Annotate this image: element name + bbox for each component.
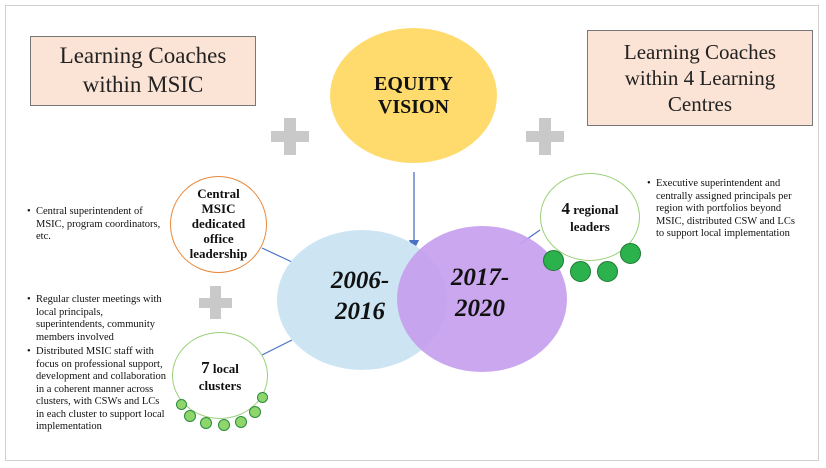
period-b-line2: 2020 xyxy=(455,295,505,323)
clusters-bullets: Regular cluster meetings with local prin… xyxy=(27,294,167,436)
box-right-line3: Centres xyxy=(667,92,733,117)
office-line4: office xyxy=(203,230,234,246)
equity-vision-circle: EQUITY VISION xyxy=(330,28,497,163)
period-a-line1: 2006- xyxy=(330,267,390,294)
office-line2: MSIC xyxy=(201,201,236,217)
office-line1: Central xyxy=(197,186,240,202)
dot-icon xyxy=(218,419,230,431)
dot-icon xyxy=(597,261,618,282)
period-b-line1: 2017- xyxy=(450,264,510,291)
slide-frame xyxy=(5,5,819,461)
period-a-line2: 2016 xyxy=(335,298,385,326)
regional-label2: leaders xyxy=(570,219,610,235)
bullet-item: Regular cluster meetings with local prin… xyxy=(27,294,167,344)
box-left-line1: Learning Coaches xyxy=(59,43,227,69)
equity-line1: EQUITY xyxy=(374,72,453,95)
clusters-label2: clusters xyxy=(198,377,242,393)
period-2017-2020-circle xyxy=(397,226,567,372)
dot-icon xyxy=(620,243,641,264)
regional-count: 4 xyxy=(561,199,570,218)
clusters-label1: local xyxy=(209,360,239,376)
period-2006-2016-label: 2006- 2016 xyxy=(300,265,420,328)
bullet-item: Executive superintendent and centrally a… xyxy=(647,178,797,241)
dot-icon xyxy=(184,410,196,422)
period-2017-2020-label: 2017- 2020 xyxy=(420,262,540,325)
clusters-count: 7 xyxy=(201,357,210,377)
dot-icon xyxy=(570,261,591,282)
bullet-item: Distributed MSIC staff with focus on pro… xyxy=(27,346,167,434)
learning-coaches-centres-box: Learning Coaches within 4 Learning Centr… xyxy=(587,30,813,126)
learning-coaches-msic-box: Learning Coaches within MSIC xyxy=(30,36,256,106)
regional-bullets: Executive superintendent and centrally a… xyxy=(647,178,797,243)
equity-line2: VISION xyxy=(377,95,450,118)
local-clusters-ring: 7 local clusters xyxy=(172,332,268,419)
dot-icon xyxy=(257,392,268,403)
dot-icon xyxy=(176,399,187,410)
office-line5: leadership xyxy=(189,245,248,261)
regional-label1: regional xyxy=(569,202,619,217)
bullet-item: Central superintendent of MSIC, program … xyxy=(27,206,167,244)
box-left-line2: within MSIC xyxy=(82,72,204,97)
dot-icon xyxy=(249,406,261,418)
dot-icon xyxy=(543,250,564,271)
office-line3: dedicated xyxy=(191,216,246,232)
connector-clusters xyxy=(261,339,293,356)
box-right-line2: within 4 Learning xyxy=(624,65,776,90)
central-office-ring: Central MSIC dedicated office leadership xyxy=(170,176,267,273)
dot-icon xyxy=(235,416,247,428)
box-right-line1: Learning Coaches xyxy=(623,39,777,64)
connector-office xyxy=(261,247,293,263)
dot-icon xyxy=(200,417,212,429)
central-office-bullets: Central superintendent of MSIC, program … xyxy=(27,206,167,246)
